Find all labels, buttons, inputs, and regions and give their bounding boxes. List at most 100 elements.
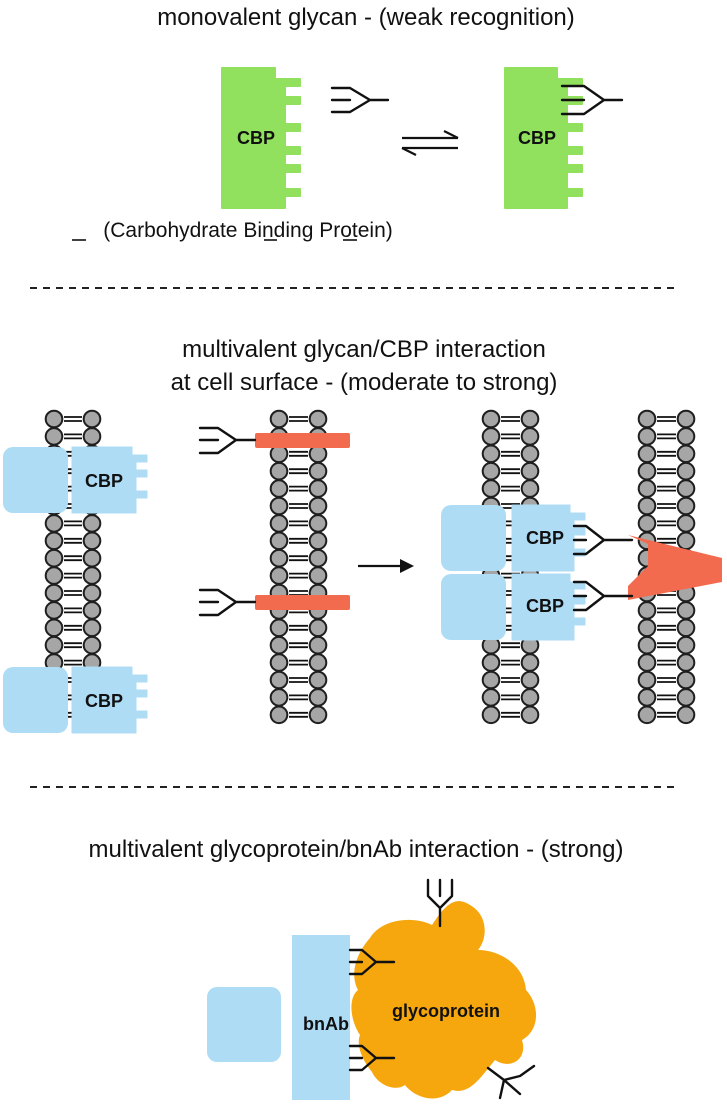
cbp-bound: CBP (504, 67, 624, 209)
lipid-head (269, 479, 289, 498)
lipid-head (44, 635, 64, 655)
left-cbp-upper: CBP (3, 446, 148, 514)
lipid-head (82, 601, 102, 620)
glycan-icon (198, 426, 257, 455)
lipid-head (637, 479, 657, 498)
cbp-label: CBP (526, 596, 564, 616)
lipid-head (520, 653, 540, 672)
glycolipid-bar (255, 595, 350, 610)
lipid-head (44, 531, 64, 551)
lipid-head (82, 566, 102, 585)
lipid-head (44, 618, 64, 638)
cbp-binding-domain (71, 666, 148, 734)
bnab-label: bnAb (303, 1014, 349, 1034)
glycan-icon (198, 588, 257, 617)
lipid-head (520, 461, 540, 481)
lipid-head (308, 479, 328, 498)
glycan-icon (426, 878, 454, 928)
lipid-head (637, 635, 657, 655)
glycoprotein-label: glycoprotein (392, 1001, 500, 1021)
lipid-head (676, 635, 696, 655)
cbp-label: CBP (85, 691, 123, 711)
lipid-head (637, 705, 657, 725)
lipid-head (481, 427, 501, 446)
cbp-anchor-domain (3, 667, 68, 733)
bound-complex: CBP CBP (441, 504, 722, 641)
glycan-icon (348, 1044, 396, 1072)
lipid-head (520, 427, 540, 446)
lipid-head (520, 409, 540, 429)
lipid-head (520, 688, 540, 707)
glycan-icon (572, 580, 634, 612)
section-glycoprotein-bnab: multivalent glycoprotein/bnAb interactio… (89, 836, 624, 1100)
lipid-head (269, 514, 289, 533)
glycoprotein-shape (351, 901, 537, 1099)
lipid-head (82, 409, 102, 429)
lipid-head (637, 444, 657, 464)
lipid-head (269, 409, 289, 429)
lipid-head (481, 409, 501, 429)
lipid-head (308, 635, 328, 655)
lipid-head (676, 670, 696, 690)
glycan-icon (572, 524, 634, 556)
reaction-arrow-icon (358, 559, 414, 573)
lipid-head (82, 427, 102, 446)
glycolipid-upper (198, 426, 350, 455)
lipid-head (637, 409, 657, 429)
lipid-head (676, 514, 696, 533)
lipid-head (308, 461, 328, 481)
lipid-head (82, 548, 102, 568)
glycan-icon (348, 948, 396, 976)
lipid-head (44, 601, 64, 620)
lipid-head (637, 601, 657, 620)
bound-glycan-icon (560, 84, 624, 116)
section-multivalent-cbp-title-line2: at cell surface - (moderate to strong) (171, 369, 558, 396)
lipid-head (481, 705, 501, 725)
lipid-head (82, 618, 102, 638)
lipid-head (308, 705, 328, 725)
lipid-head (481, 653, 501, 672)
lipid-head (44, 409, 64, 429)
lipid-head (269, 496, 289, 516)
lipid-head (308, 514, 328, 533)
crosslinked-glycolipid (628, 535, 722, 600)
lipid-head (481, 479, 501, 498)
glycolipid-lower (198, 588, 350, 617)
lipid-head (308, 531, 328, 551)
equilibrium-arrows-icon (401, 130, 459, 156)
section-multivalent-cbp: multivalent glycan/CBP interaction at ce… (3, 336, 722, 734)
lipid-head (637, 618, 657, 638)
section-monovalent: monovalent glycan - (weak recognition) C… (72, 4, 624, 242)
lipid-head (82, 583, 102, 603)
cbp-definition: (Carbohydrate Binding Protein) (103, 219, 393, 242)
lipid-head (269, 618, 289, 638)
lipid-head (481, 670, 501, 690)
lipid-head (520, 479, 540, 498)
bnab-fc-domain (207, 987, 281, 1062)
lipid-head (676, 601, 696, 620)
lipid-head (676, 444, 696, 464)
lipid-head (637, 461, 657, 481)
lipid-head (308, 548, 328, 568)
lipid-head (520, 705, 540, 725)
lipid-head (44, 427, 64, 446)
lipid-head (82, 635, 102, 655)
lipid-head (676, 688, 696, 707)
lipid-head (637, 427, 657, 446)
cbp-anchor-domain (3, 447, 68, 513)
left-cbp-lower: CBP (3, 666, 148, 734)
glycan-icon (486, 1064, 536, 1100)
lipid-head (308, 618, 328, 638)
lipid-head (676, 461, 696, 481)
lipid-head (676, 653, 696, 672)
section-glycoprotein-title: multivalent glycoprotein/bnAb interactio… (89, 836, 624, 863)
lipid-head (676, 409, 696, 429)
lipid-head (520, 444, 540, 464)
lipid-head (269, 688, 289, 707)
lipid-head (269, 705, 289, 725)
section-monovalent-title: monovalent glycan - (weak recognition) (157, 4, 575, 31)
cbp-bound-label: CBP (518, 128, 556, 148)
glycan-icon (330, 86, 390, 114)
lipid-head (676, 496, 696, 516)
lipid-head (481, 461, 501, 481)
